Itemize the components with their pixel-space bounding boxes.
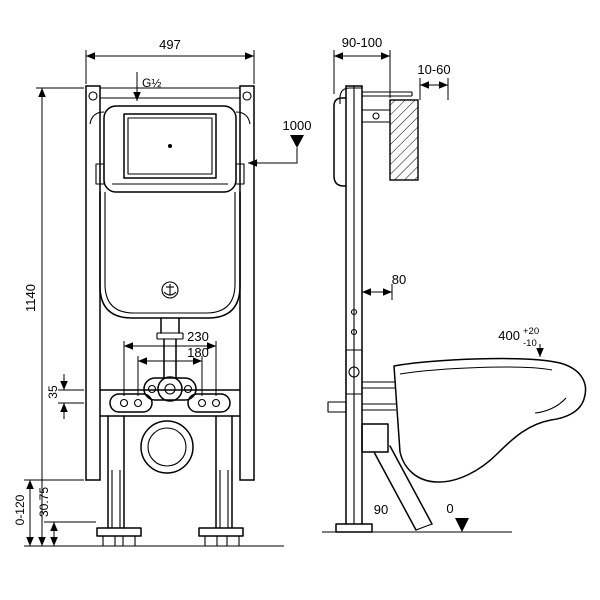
water-connection-stub <box>327 401 347 413</box>
foot-side <box>335 523 373 533</box>
flush-pipe <box>156 317 184 378</box>
dimension-pipe-offset: 80 <box>362 272 406 300</box>
datum-triangle-icon <box>455 518 469 532</box>
dimension-400-label: 400 <box>498 328 520 343</box>
datum-0-label: 0 <box>446 501 453 516</box>
mounting-plates <box>109 376 231 413</box>
hanger-hole-left <box>88 91 98 101</box>
dimensions-front: 497 1140 G½ 1000 <box>13 37 311 546</box>
center-mark-icon <box>168 144 172 148</box>
frame <box>85 85 255 547</box>
access-window <box>123 113 217 179</box>
dimension-35-label: 35 <box>46 385 60 399</box>
flush-elbow-flange <box>157 376 183 402</box>
dimension-230-label: 230 <box>187 329 209 344</box>
dimension-height-label: 1140 <box>23 284 38 312</box>
dimension-90-label: 90 <box>374 502 388 517</box>
dimension-inner-fixing: 180 <box>137 345 209 396</box>
foot-right <box>198 527 244 547</box>
front-view: 497 1140 G½ 1000 <box>13 37 311 547</box>
water-inlet-label: G½ <box>142 76 161 90</box>
level-triangle-icon <box>290 135 304 148</box>
tolerance-minus-label: -10 <box>523 338 537 349</box>
waste-pipe <box>361 423 433 531</box>
frame-side <box>327 85 413 533</box>
drain-outlet <box>140 420 194 474</box>
tolerance-plus-label: +20 <box>523 326 539 337</box>
dimension-frame-depth: 90-100 <box>333 35 391 98</box>
dimension-wall-bracket: 10-60 <box>417 62 451 100</box>
dimension-0-120-label: 0-120 <box>13 494 27 525</box>
dimension-180-label: 180 <box>187 345 209 360</box>
datum-marker: 0 <box>446 501 469 532</box>
foot-left <box>96 527 142 547</box>
level-marker-1000: 1000 <box>248 118 312 167</box>
toilet-bowl <box>393 357 587 483</box>
dimension-width-label: 497 <box>159 37 181 52</box>
dimension-plate-offset: 35 <box>46 374 84 419</box>
dimension-bowl-height: 400 +20 -10 <box>498 326 544 357</box>
dimension-width: 497 <box>85 37 255 84</box>
brand-emblem-icon <box>161 281 179 299</box>
dimension-outer-fixing: 230 <box>123 329 217 396</box>
dimension-height: 1140 <box>23 87 84 546</box>
wall-section-hatch <box>389 99 419 181</box>
dimensions-side: 90-100 10-60 80 400 +20 -10 <box>333 35 544 532</box>
side-view: 90-100 10-60 80 400 +20 -10 <box>322 35 587 533</box>
flush-plate-assembly <box>89 105 251 193</box>
dimension-30-75-label: 30.75 <box>37 487 51 517</box>
fixing-plate-right <box>187 393 231 413</box>
dimension-80-label: 80 <box>392 272 406 287</box>
dimension-10-60-label: 10-60 <box>417 62 450 77</box>
dimension-base-height: 30.75 <box>37 487 96 546</box>
hanger-hole-right <box>242 91 252 101</box>
dimension-foot-adjustment: 0-120 <box>13 479 84 546</box>
water-inlet-callout: G½ <box>133 72 161 101</box>
cistern <box>99 191 241 319</box>
install-height-label: 1000 <box>283 118 312 133</box>
cistern-side-profile <box>333 97 347 187</box>
dimension-90-100-label: 90-100 <box>342 35 382 50</box>
fixing-plate-left <box>109 393 153 413</box>
